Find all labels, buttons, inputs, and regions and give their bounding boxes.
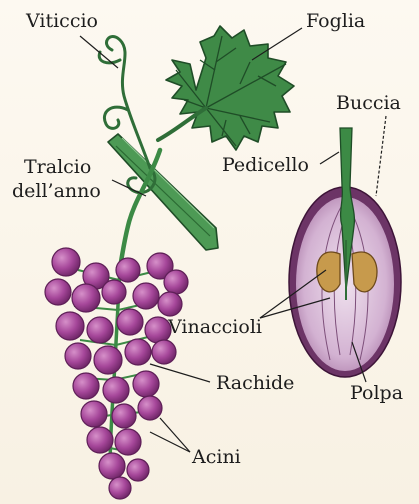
- label-acini: Acini: [192, 446, 241, 468]
- berry: [81, 401, 107, 427]
- grape-cluster: [45, 248, 188, 499]
- leader-acini-1: [160, 418, 190, 452]
- seed-right: [352, 252, 377, 292]
- label-pedicello: Pedicello: [222, 154, 309, 176]
- berry: [87, 317, 113, 343]
- leader-rachide: [150, 364, 210, 382]
- label-foglia: Foglia: [306, 10, 365, 32]
- berry: [45, 279, 71, 305]
- seed-left: [317, 252, 340, 292]
- leader-pedicello: [320, 152, 339, 164]
- label-buccia: Buccia: [336, 92, 401, 114]
- berry: [65, 343, 91, 369]
- berry: [73, 373, 99, 399]
- label-tralcio-line2: dell’anno: [12, 180, 101, 202]
- leaf-blade: [166, 26, 294, 150]
- berry: [109, 477, 131, 499]
- label-polpa: Polpa: [350, 382, 403, 404]
- leader-acini-2: [150, 432, 190, 452]
- berry: [117, 309, 143, 335]
- tendril-curl-1: [104, 107, 128, 128]
- berry: [116, 258, 140, 282]
- berry: [115, 429, 141, 455]
- berries: [45, 248, 188, 499]
- berry: [52, 248, 80, 276]
- berry: [152, 340, 176, 364]
- berry: [164, 270, 188, 294]
- berry: [94, 346, 122, 374]
- berry: [138, 396, 162, 420]
- berry: [99, 453, 125, 479]
- leader-viticcio: [80, 36, 118, 68]
- berry: [158, 292, 182, 316]
- berry: [87, 427, 113, 453]
- berry: [133, 283, 159, 309]
- berry: [125, 339, 151, 365]
- label-rachide: Rachide: [216, 372, 294, 394]
- berry: [72, 284, 100, 312]
- berry: [103, 377, 129, 403]
- label-vinaccioli: Vinaccioli: [168, 316, 262, 338]
- berry: [102, 280, 126, 304]
- label-tralcio-line1: Tralcio: [24, 156, 91, 178]
- leaf: [158, 26, 294, 150]
- leader-buccia: [376, 116, 386, 196]
- label-viticcio: Viticcio: [26, 10, 98, 32]
- berry: [56, 312, 84, 340]
- leader-foglia: [252, 28, 302, 60]
- berry: [133, 371, 159, 397]
- berry: [127, 459, 149, 481]
- berry: [112, 404, 136, 428]
